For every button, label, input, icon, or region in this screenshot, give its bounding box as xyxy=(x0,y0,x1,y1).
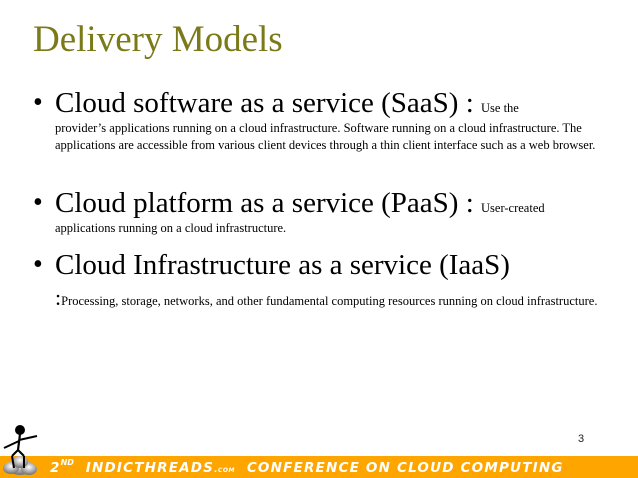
footer-ordinal-suffix: ND xyxy=(60,458,74,467)
bullet-icon: • xyxy=(33,87,43,118)
bullet-icon: • xyxy=(33,187,43,218)
footer-bar xyxy=(0,456,638,478)
footer-brand: INDICTHREADS xyxy=(85,460,215,476)
bullet-description-text: Processing, storage, networks, and other… xyxy=(61,294,598,308)
bullet-inline-desc: Use the xyxy=(481,101,519,115)
bullet-description: applications running on a cloud infrastr… xyxy=(55,221,287,235)
footer-brand-suffix: .com xyxy=(214,465,236,475)
bullet-paas: • Cloud platform as a service (PaaS) : U… xyxy=(33,186,613,237)
slide-number: 3 xyxy=(578,433,585,445)
bullet-description: provider’s applications running on a clo… xyxy=(55,121,596,152)
bullet-heading: Cloud platform as a service (PaaS) : Use… xyxy=(55,186,613,220)
bullet-icon: • xyxy=(33,249,43,280)
bullet-heading: Cloud Infrastructure as a service (IaaS) xyxy=(55,248,613,282)
footer-ordinal-number: 2 xyxy=(50,460,61,476)
bullet-inline-desc: User-created xyxy=(481,201,545,215)
bullet-heading-text: Cloud Infrastructure as a service (IaaS) xyxy=(55,249,510,281)
footer-conference-title: 2ND INDICTHREADS.com CONFERENCE ON CLOUD… xyxy=(50,458,564,476)
bullet-heading-text: Cloud software as a service (SaaS) : xyxy=(55,87,474,119)
slide-title: Delivery Models xyxy=(33,19,283,60)
bullet-heading: Cloud software as a service (SaaS) : Use… xyxy=(55,86,613,120)
stick-figure-on-cloud-icon xyxy=(3,425,38,475)
bullet-description: :Processing, storage, networks, and othe… xyxy=(55,287,615,310)
bullet-heading-text: Cloud platform as a service (PaaS) : xyxy=(55,187,474,219)
bullet-iaas: • Cloud Infrastructure as a service (Iaa… xyxy=(33,248,613,310)
footer-conference-text: CONFERENCE ON CLOUD COMPUTING xyxy=(246,460,564,476)
bullet-saas: • Cloud software as a service (SaaS) : U… xyxy=(33,86,613,154)
lead-colon: : xyxy=(55,285,62,310)
